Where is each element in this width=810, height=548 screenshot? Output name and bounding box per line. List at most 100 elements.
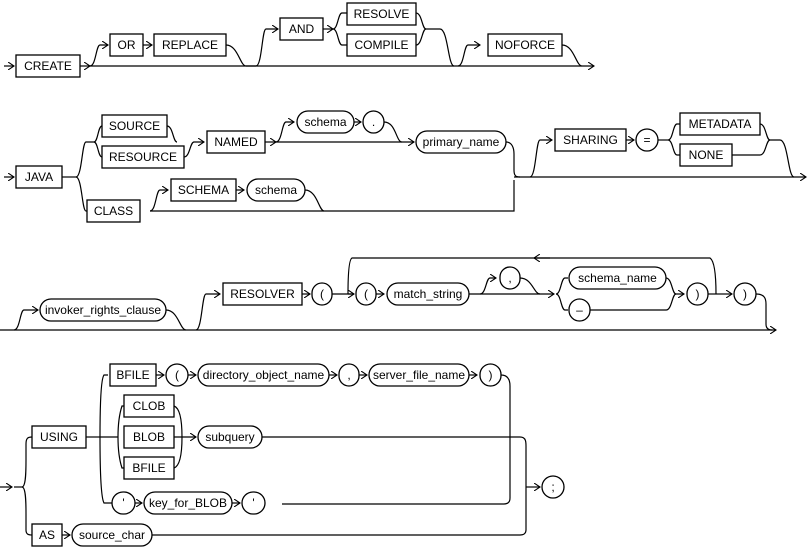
sharing-keyword: [554, 128, 627, 152]
resource-keyword: [101, 145, 185, 169]
source-char-label: source_char: [79, 528, 145, 542]
lparen-symbol: [165, 363, 189, 387]
and-keyword: [279, 17, 324, 41]
equals-label: =: [643, 133, 650, 147]
as-keyword: [31, 523, 63, 547]
or-label: OR: [118, 38, 136, 52]
metadata-keyword: [679, 112, 761, 136]
bfile-2-label: BFILE: [132, 461, 165, 475]
row-create: CREATE OR REPLACE AND RESOLVE COMPILE NO…: [4, 2, 594, 78]
semicolon-symbol: [541, 475, 565, 499]
sharing-label: SHARING: [563, 133, 618, 147]
dot-label: .: [372, 115, 375, 129]
dot-symbol: [362, 110, 385, 134]
equals-symbol: [635, 128, 659, 152]
source-keyword: [101, 114, 168, 138]
as-label: AS: [39, 528, 55, 542]
subquery-param: [197, 425, 263, 449]
server-file-name-param: [368, 363, 470, 387]
server-file-name-label: server_file_name: [373, 368, 465, 382]
none-keyword: [679, 143, 733, 167]
lparen-inner-label: (: [364, 287, 368, 301]
comma-label: ,: [508, 271, 511, 285]
resolver-label: RESOLVER: [230, 287, 295, 301]
bfile-keyword-2: [123, 456, 175, 480]
lparen-outer-label: (: [320, 287, 324, 301]
schema-name-label: schema_name: [578, 271, 657, 285]
resolve-keyword: [346, 2, 417, 26]
using-keyword: [31, 425, 87, 449]
dash-label: –: [576, 303, 583, 317]
rparen-outer-symbol: [733, 282, 757, 306]
rparen-symbol: [479, 363, 502, 387]
schema-keyword-label: SCHEMA: [178, 183, 229, 197]
named-keyword: [206, 130, 266, 154]
bfile-label: BFILE: [116, 368, 149, 382]
schema-2-label: schema: [255, 183, 297, 197]
schema-keyword: [170, 178, 237, 202]
directory-object-name-label: directory_object_name: [203, 368, 325, 382]
create-label: CREATE: [24, 59, 72, 73]
match-string-label: match_string: [394, 287, 463, 301]
schema-param: [296, 110, 355, 134]
schema-label: schema: [304, 115, 346, 129]
rparen-outer-label: ): [743, 287, 747, 301]
class-keyword: [86, 199, 141, 223]
primary-name-label: primary_name: [423, 135, 500, 149]
row-resolver: invoker_rights_clause RESOLVER ( ( match…: [0, 258, 776, 330]
none-label: NONE: [689, 148, 724, 162]
lparen-outer-symbol: [311, 282, 333, 306]
rparen-label: ): [489, 368, 493, 382]
noforce-keyword: [487, 33, 563, 57]
key-for-blob-param: [143, 491, 233, 515]
blob-keyword: [123, 425, 175, 449]
schema-param-2: [246, 178, 306, 202]
match-string-param: [386, 282, 470, 306]
bfile-keyword: [109, 363, 157, 387]
key-for-blob-label: key_for_BLOB: [149, 496, 227, 510]
class-label: CLASS: [94, 204, 133, 218]
comma-symbol-2: [338, 363, 360, 387]
lparen-inner-symbol: [355, 282, 377, 306]
rparen-inner-label: ): [696, 287, 700, 301]
java-label: JAVA: [25, 170, 53, 184]
clob-label: CLOB: [133, 399, 166, 413]
blob-label: BLOB: [133, 430, 165, 444]
quote-open-label: ': [122, 496, 124, 510]
directory-object-name-param: [197, 363, 330, 387]
metadata-label: METADATA: [689, 117, 752, 131]
resource-label: RESOURCE: [109, 150, 177, 164]
java-keyword: [15, 165, 63, 189]
replace-keyword: [153, 33, 227, 57]
source-char-param: [71, 523, 153, 547]
quote-close-symbol: [241, 491, 266, 515]
invoker-rights-clause-label: invoker_rights_clause: [45, 303, 161, 317]
and-label: AND: [289, 22, 315, 36]
clob-keyword: [123, 394, 175, 418]
row-java: JAVA SOURCE RESOURCE NAMED schema . prim…: [4, 110, 806, 223]
schema-name-param: [568, 266, 667, 290]
rparen-inner-symbol: [686, 282, 709, 306]
lparen-label: (: [175, 368, 179, 382]
create-keyword: [15, 54, 81, 78]
compile-label: COMPILE: [354, 38, 408, 52]
named-label: NAMED: [214, 135, 258, 149]
quote-close-label: ': [252, 496, 254, 510]
dash-symbol: [568, 298, 591, 322]
comma-symbol: [499, 266, 521, 290]
or-keyword: [109, 33, 144, 57]
resolver-keyword: [222, 282, 303, 306]
quote-open-symbol: [111, 491, 136, 515]
compile-keyword: [346, 33, 417, 57]
noforce-label: NOFORCE: [495, 38, 555, 52]
comma-2-label: ,: [347, 368, 350, 382]
primary-name-param: [415, 130, 507, 154]
semicolon-label: ;: [551, 480, 554, 494]
subquery-label: subquery: [205, 430, 254, 444]
resolve-label: RESOLVE: [354, 7, 410, 21]
source-label: SOURCE: [109, 119, 160, 133]
row-using: USING BFILE ( directory_object_name , se…: [0, 363, 565, 547]
invoker-rights-clause-param: [39, 298, 167, 322]
replace-label: REPLACE: [162, 38, 218, 52]
